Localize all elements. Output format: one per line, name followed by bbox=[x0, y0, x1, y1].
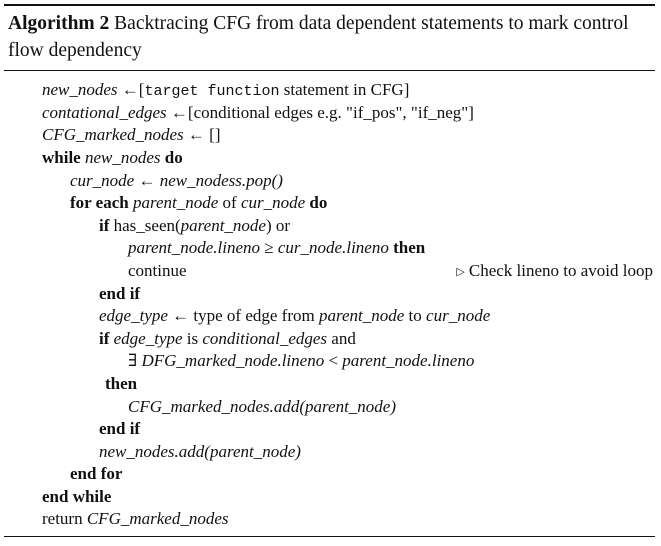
algo-line-1: new_nodes ←[target function statement in… bbox=[42, 80, 410, 100]
caption-rule bbox=[4, 70, 655, 71]
algo-line-10: end if bbox=[99, 284, 141, 303]
algo-line-15: CFG_marked_nodes.add(parent_node) bbox=[128, 397, 397, 416]
algo-line-14: then bbox=[105, 374, 138, 393]
algo-line-12: if edge_type is conditional_edges and bbox=[99, 329, 356, 348]
algo-line-8: parent_node.lineno ≥ cur_node.lineno the… bbox=[128, 238, 426, 257]
algorithm-title: Backtracing CFG from data dependent stat… bbox=[8, 13, 629, 61]
algo-line-9: continue bbox=[128, 261, 187, 280]
algorithm-block: Algorithm 2 Backtracing CFG from data de… bbox=[4, 0, 655, 546]
algo-line-4: while new_nodes do bbox=[42, 148, 183, 167]
algo-line-13: ∃ DFG_marked_node.lineno < parent_node.l… bbox=[128, 351, 475, 370]
algo-line-17: new_nodes.add(parent_node) bbox=[99, 442, 301, 461]
algorithm-caption: Algorithm 2 Backtracing CFG from data de… bbox=[8, 10, 653, 64]
algo-line-19: end while bbox=[42, 487, 112, 506]
algo-line-16: end if bbox=[99, 419, 141, 438]
comment-triangle-icon: ▷ bbox=[456, 266, 465, 278]
algo-line-20: return CFG_marked_nodes bbox=[42, 509, 229, 528]
algo-line-3: CFG_marked_nodes ← [] bbox=[42, 125, 221, 144]
algorithm-label: Algorithm 2 bbox=[8, 13, 110, 34]
algo-line-6: for each parent_node of cur_node do bbox=[70, 193, 328, 212]
algo-line-5: cur_node ← new_nodess.pop() bbox=[70, 171, 283, 190]
top-rule bbox=[4, 4, 655, 6]
algo-line-18: end for bbox=[70, 464, 123, 483]
algo-comment: ▷Check lineno to avoid loop bbox=[456, 261, 653, 280]
algo-line-11: edge_type ← type of edge from parent_nod… bbox=[99, 306, 491, 325]
algo-line-2: contational_edges ←[conditional edges e.… bbox=[42, 103, 474, 122]
algo-line-7: if has_seen(parent_node) or bbox=[99, 216, 291, 235]
bottom-rule bbox=[4, 536, 655, 537]
